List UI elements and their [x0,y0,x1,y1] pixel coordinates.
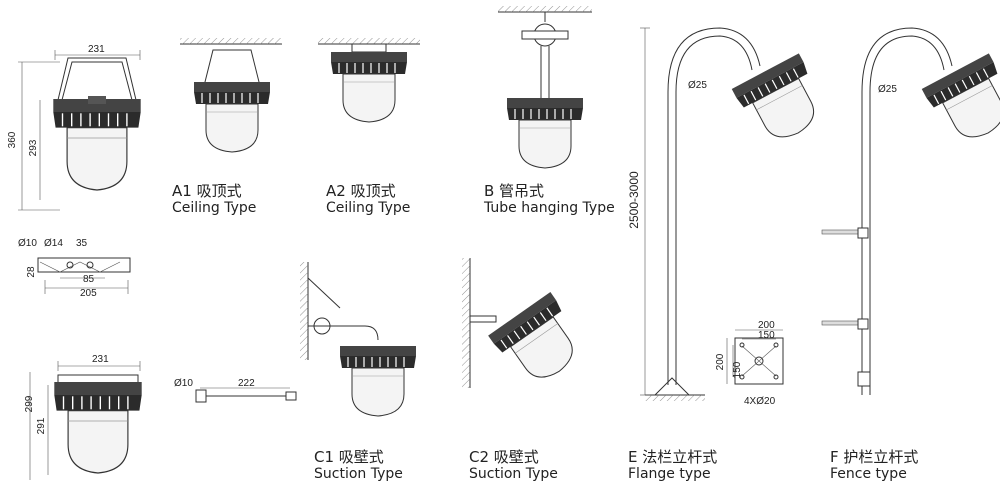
mounting-plate [37,257,131,273]
dimension-bot-h-body: 291 [36,417,47,434]
caption-c1-code: C1 吸壁式 [314,448,384,466]
side-view-fixture [53,374,143,474]
dimension-pole-d-f: Ø25 [878,84,897,95]
caption-b-code: B 管吊式 [484,182,545,200]
f-fence-pole-drawing [821,27,1000,395]
caption-f-en: Fence type [830,466,907,483]
dimension-flange-200h: 200 [715,353,726,370]
dimension-mount-35: 35 [76,238,88,249]
caption-e-code: E 法栏立杆式 [628,448,718,466]
dimension-mount-28: 28 [26,266,37,278]
dimension-mount-d1: Ø10 [18,238,37,249]
e-flange-pole-drawing [645,27,833,401]
bolt-drawing [195,387,297,403]
caption-b-en: Tube hanging Type [484,200,615,217]
caption-a2-code: A2 吸顶式 [326,182,396,200]
dimension-flange-150h: 150 [732,361,743,378]
caption-e: E 法栏立杆式 Flange type [628,448,717,482]
dimension-top-width: 231 [88,44,105,55]
caption-c1: C1 吸壁式 Suction Type [314,448,403,482]
caption-a2-en: Ceiling Type [326,200,411,217]
a1-ceiling-type-drawing [180,38,282,153]
c1-wall-mount-drawing [300,262,417,417]
flange-detail [734,337,784,385]
dimension-mount-85: 85 [83,274,95,285]
dimension-pole-height: 2500-3000 [627,171,641,229]
caption-c1-en: Suction Type [314,466,403,483]
front-view-bracket [52,57,142,191]
caption-a1: A1 吸顶式 Ceiling Type [172,182,256,216]
caption-c2-en: Suction Type [469,466,558,483]
dimension-flange-holes: 4XØ20 [744,396,776,407]
dimension-bolt-d: Ø10 [174,378,193,389]
dimension-bot-h-total: 299 [24,395,35,412]
caption-f: F 护栏立杆式 Fence type [830,448,918,482]
caption-b: B 管吊式 Tube hanging Type [484,182,615,216]
caption-a1-code: A1 吸顶式 [172,182,242,200]
caption-c2-code: C2 吸壁式 [469,448,539,466]
caption-f-code: F 护栏立杆式 [830,448,919,466]
a2-ceiling-type-drawing [318,38,420,123]
c2-wall-mount-drawing [462,258,592,394]
caption-a2: A2 吸顶式 Ceiling Type [326,182,410,216]
dimension-bot-width: 231 [92,354,109,365]
dimension-top-h-body: 293 [28,139,39,156]
caption-a1-en: Ceiling Type [172,200,257,217]
dimension-bolt-len: 222 [238,378,255,389]
b-tube-hanging-drawing [498,6,592,169]
caption-e-en: Flange type [628,466,711,483]
caption-c2: C2 吸壁式 Suction Type [469,448,558,482]
dimension-top-h-total: 360 [7,131,18,148]
dimension-flange-200w: 200 [758,320,775,331]
dimension-pole-d-e: Ø25 [688,80,707,91]
dimension-mount-205: 205 [80,288,97,299]
dimension-mount-d2: Ø14 [44,238,63,249]
dimension-flange-150w: 150 [758,330,775,341]
